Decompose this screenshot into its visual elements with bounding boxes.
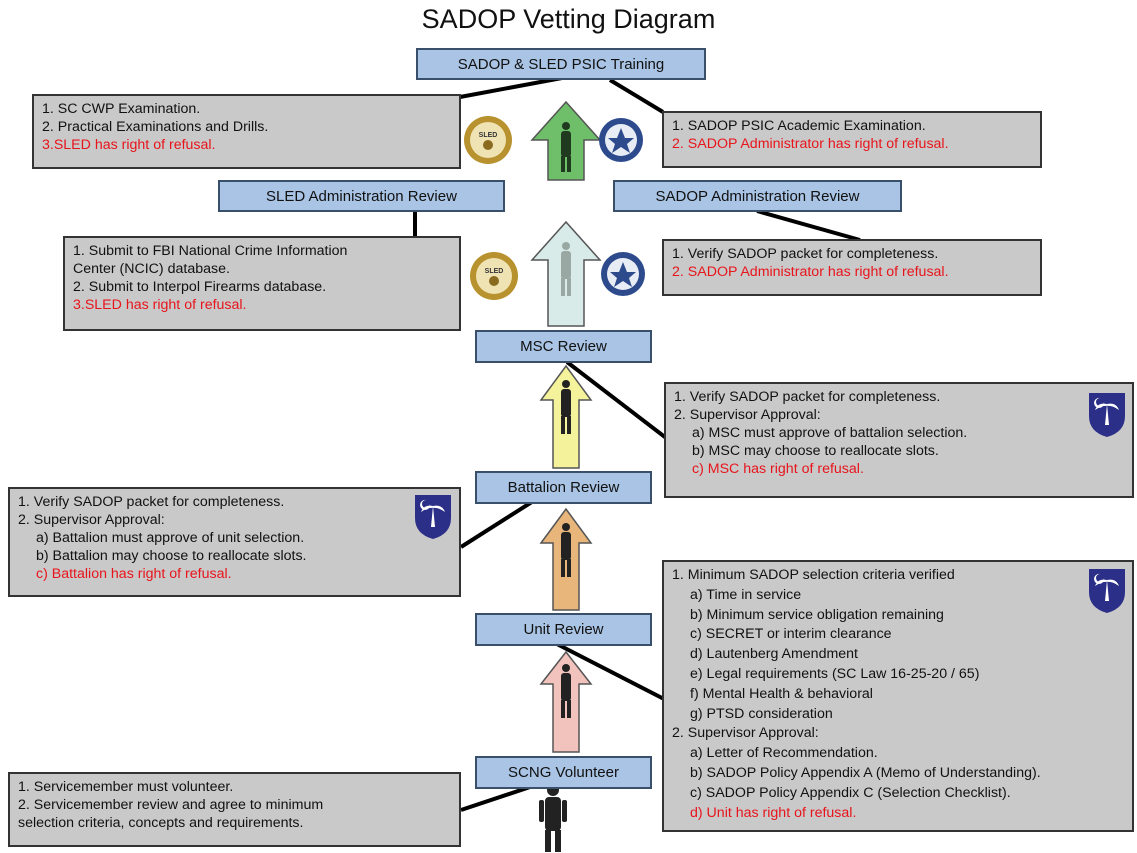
sled-seal-icon: SLED	[464, 116, 512, 164]
note-line: a) Battalion must approve of unit select…	[36, 530, 305, 546]
note-volunteer: 1. Servicemember must volunteer. 2. Serv…	[8, 772, 461, 847]
palmetto-shield-icon	[1089, 569, 1125, 613]
stage-battalion: Battalion Review	[475, 471, 652, 504]
note-line: Center (NCIC) database.	[73, 261, 230, 277]
note-line: 1. Minimum SADOP selection criteria veri…	[672, 567, 955, 583]
note-line: 1. SADOP PSIC Academic Examination.	[672, 118, 926, 134]
note-msc: 1. Verify SADOP packet for completeness.…	[664, 382, 1134, 498]
note-sled-admin: 1. Submit to FBI National Crime Informat…	[63, 236, 461, 331]
note-line: b) Battalion may choose to reallocate sl…	[36, 548, 307, 564]
stage-unit: Unit Review	[475, 613, 652, 646]
note-sadop-admin: 1. Verify SADOP packet for completeness.…	[662, 239, 1042, 296]
refusal-line: d) Unit has right of refusal.	[690, 804, 857, 821]
note-line: f) Mental Health & behavioral	[690, 685, 873, 702]
note-line: b) MSC may choose to reallocate slots.	[692, 443, 939, 459]
refusal-line: c) MSC has right of refusal.	[692, 461, 864, 477]
note-line: d) Lautenberg Amendment	[690, 646, 858, 663]
note-line: a) Time in service	[690, 586, 802, 603]
refusal-line: c) Battalion has right of refusal.	[36, 566, 232, 582]
note-line: g) PTSD consideration	[690, 705, 833, 722]
note-line: 1. Verify SADOP packet for completeness.	[672, 246, 939, 262]
note-unit: 1. Minimum SADOP selection criteria veri…	[662, 560, 1134, 832]
refusal-line: 3.SLED has right of refusal.	[42, 137, 216, 153]
refusal-line: 2. SADOP Administrator has right of refu…	[672, 136, 949, 152]
diagram-title: SADOP Vetting Diagram	[421, 4, 716, 34]
note-line: b) SADOP Policy Appendix A (Memo of Unde…	[690, 764, 1041, 781]
note-line: a) Letter of Recommendation.	[690, 745, 878, 762]
note-line: 2. Practical Examinations and Drills.	[42, 119, 269, 135]
state-seal-icon	[601, 252, 645, 296]
svg-text:SLED: SLED	[479, 132, 498, 139]
note-line: 1. Verify SADOP packet for completeness.	[18, 494, 285, 510]
note-battalion: 1. Verify SADOP packet for completeness.…	[8, 487, 461, 597]
stage-sadop-admin: SADOP Administration Review	[613, 180, 902, 212]
stage-sled-admin: SLED Administration Review	[218, 180, 505, 212]
note-line: a) MSC must approve of battalion selecti…	[692, 425, 968, 441]
note-line: 2. Servicemember review and agree to min…	[18, 797, 324, 813]
note-line: b) Minimum service obligation remaining	[690, 606, 944, 623]
note-line: 2. Submit to Interpol Firearms database.	[73, 279, 327, 295]
note-sadop-training: 1. SADOP PSIC Academic Examination. 2. S…	[662, 111, 1042, 168]
state-seal-icon	[599, 118, 643, 162]
note-line: 1. Verify SADOP packet for completeness.	[674, 389, 941, 405]
note-line: 2. Supervisor Approval:	[18, 512, 165, 528]
palmetto-shield-icon	[415, 495, 451, 539]
note-line: 1. Servicemember must volunteer.	[18, 779, 234, 795]
svg-text:SLED: SLED	[485, 268, 504, 275]
note-line: selection criteria, concepts and require…	[18, 815, 304, 831]
refusal-line: 3.SLED has right of refusal.	[73, 297, 247, 313]
refusal-line: 2. SADOP Administrator has right of refu…	[672, 264, 949, 280]
arrow-volunteer-to-unit	[539, 650, 593, 753]
stage-msc: MSC Review	[475, 330, 652, 363]
note-line: e) Legal requirements (SC Law 16-25-20 /…	[690, 665, 980, 682]
note-line: 1. SC CWP Examination.	[42, 101, 201, 117]
note-line: c) SECRET or interim clearance	[690, 626, 892, 643]
note-line: 2. Supervisor Approval:	[674, 407, 821, 423]
note-sled-training: 1. SC CWP Examination. 2. Practical Exam…	[32, 94, 461, 169]
note-line: 1. Submit to FBI National Crime Informat…	[73, 243, 348, 259]
palmetto-shield-icon	[1089, 393, 1125, 437]
stage-training: SADOP & SLED PSIC Training	[416, 48, 706, 80]
stage-volunteer: SCNG Volunteer	[475, 756, 652, 789]
note-line: 2. Supervisor Approval:	[672, 725, 819, 742]
note-line: c) SADOP Policy Appendix C (Selection Ch…	[690, 784, 1011, 801]
sled-seal-icon: SLED	[470, 252, 518, 300]
